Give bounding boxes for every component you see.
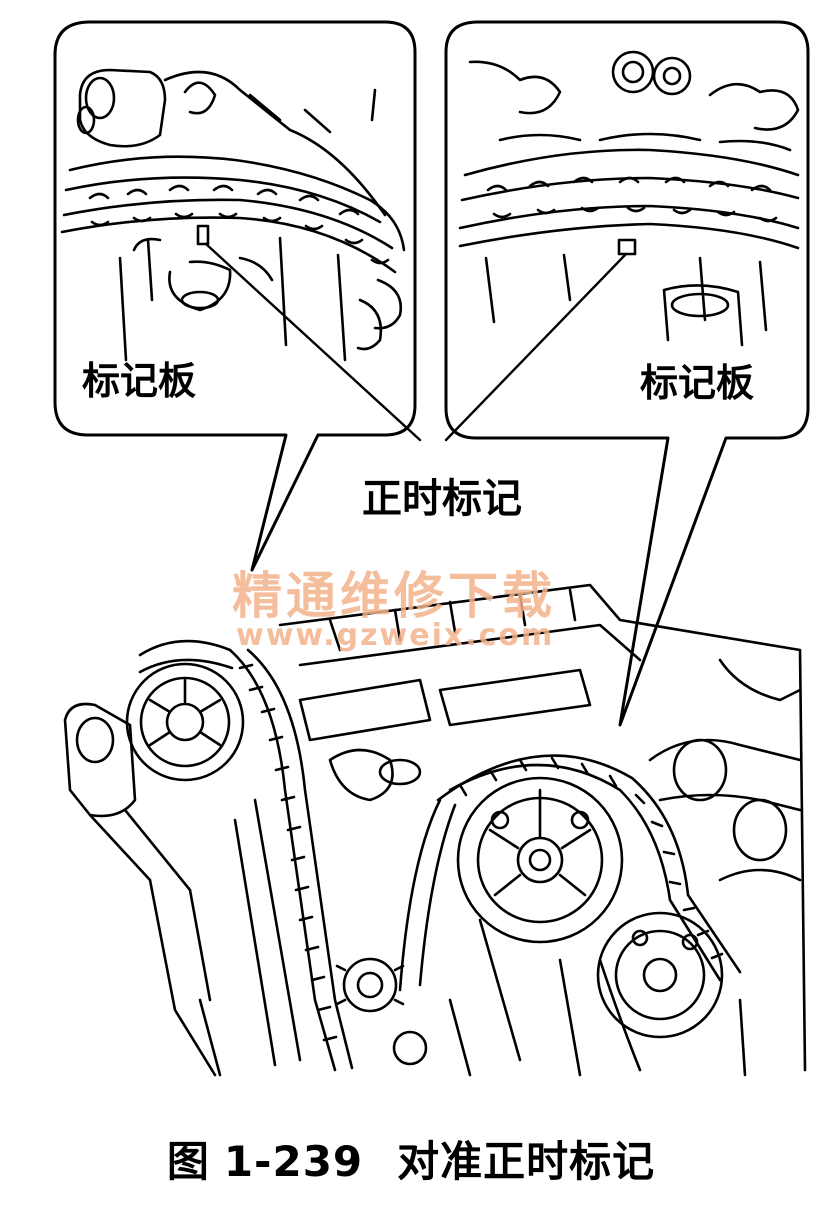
timing-mark-pointers <box>204 242 628 442</box>
caption-prefix: 图 <box>166 1137 210 1186</box>
engine-assembly <box>63 583 807 1077</box>
right-chain-detail <box>458 50 800 347</box>
watermark-text: 精通维修下载 <box>232 566 556 625</box>
watermark-url: www.gzweix.com <box>236 618 555 653</box>
caption-title: 对准正时标记 <box>397 1137 656 1186</box>
caption-number: 1-239 <box>223 1137 364 1186</box>
timing-mark-label: 正时标记 <box>362 476 522 522</box>
right-marker-plate-label: 标记板 <box>640 361 755 405</box>
figure-caption: 图 1-239 对准正时标记 <box>0 1128 822 1189</box>
left-callout-bubble <box>53 20 417 572</box>
left-chain-detail <box>60 68 406 362</box>
right-callout-bubble <box>444 20 810 727</box>
left-marker-plate-label: 标记板 <box>82 359 197 403</box>
